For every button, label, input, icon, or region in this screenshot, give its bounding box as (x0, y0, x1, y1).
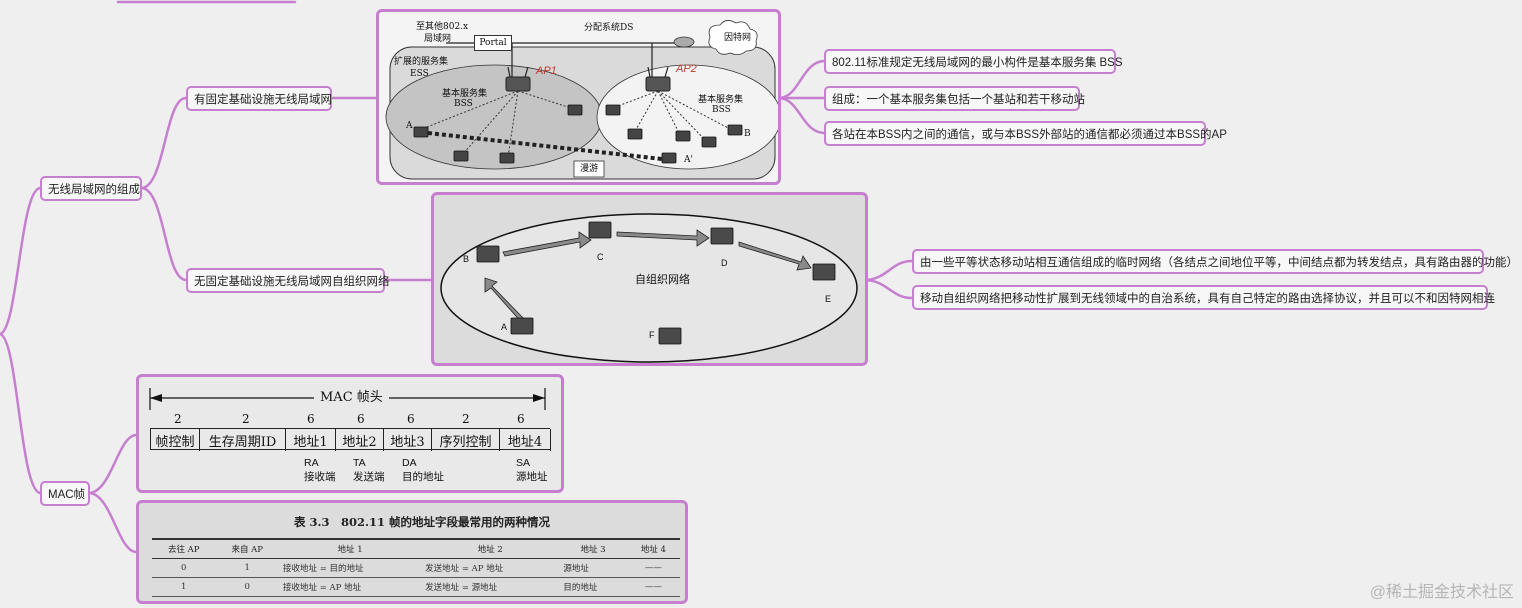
mac-field-address-4: 地址4 (500, 429, 551, 451)
table-cell: 1 (152, 577, 216, 597)
label-ap1: AP1 (536, 65, 557, 77)
label-bss-right-abbr: BSS (712, 105, 731, 115)
mac-meaning-source: 源地址 (516, 471, 548, 483)
column-header: 地址 2 (421, 538, 560, 559)
note-text: 802.11标准规定无线局域网的最小构件是基本服务集 BSS (832, 56, 1123, 69)
mac-size: 6 (407, 412, 415, 426)
topic-label: 有固定基础设施无线局域网 (194, 93, 332, 106)
mac-field-duration-id: 生存周期ID (200, 429, 286, 451)
label-bss-left: 基本服务集 (442, 89, 488, 99)
mac-code-ta: TA (353, 457, 366, 469)
topic-label: MAC帧 (48, 488, 86, 501)
label-station-b: B (744, 129, 751, 139)
mac-field-address-3: 地址3 (384, 429, 432, 451)
label-station-a: A (406, 121, 413, 131)
mac-field-address-1: 地址1 (286, 429, 336, 451)
label-portal: Portal (474, 35, 512, 51)
mac-size: 2 (462, 412, 470, 426)
mac-code-sa: SA (516, 457, 531, 469)
note-bss-via-ap[interactable]: 各站在本BSS内之间的通信，或与本BSS外部站的通信都必须通过本BSS的AP (824, 121, 1227, 146)
mac-frame-diagram: MAC 帧头 2 2 6 6 6 2 6 帧控制 生存周期ID 地址1 地址2 … (136, 374, 564, 493)
topic-mac-frame[interactable]: MAC帧 (40, 481, 90, 506)
mac-code-da: DA (402, 457, 417, 469)
table-cell: 0 (215, 577, 279, 597)
node-label-f: F (649, 330, 655, 340)
mac-size: 2 (242, 412, 250, 426)
note-text: 由一些平等状态移动站相互通信组成的临时网络（各结点之间地位平等，中间结点都为转发… (920, 256, 1518, 269)
note-text: 移动自组织网络把移动性扩展到无线领域中的自治系统，具有自己特定的路由选择协议，并… (920, 292, 1495, 305)
table-cell: 接收地址 = 目的地址 (279, 558, 422, 578)
label-bss-left-abbr: BSS (454, 99, 473, 109)
table-row: 1 0 接收地址 = AP 地址 发送地址 = 源地址 目的地址 —— (152, 577, 680, 597)
mac-meaning-sender: 发送端 (353, 471, 385, 483)
label-distribution-system: 分配系统DS (584, 23, 634, 33)
table-cell: —— (626, 577, 680, 597)
table-title: 表 3.3 802.11 帧的地址字段最常用的两种情况 (294, 515, 551, 529)
mac-header-title: MAC 帧头 (314, 390, 389, 406)
ess-illustration (385, 20, 778, 180)
note-adhoc-definition[interactable]: 由一些平等状态移动站相互通信组成的临时网络（各结点之间地位平等，中间结点都为转发… (912, 249, 1518, 274)
mac-field-address-2: 地址2 (336, 429, 384, 451)
note-text: 各站在本BSS内之间的通信，或与本BSS外部站的通信都必须通过本BSS的AP (832, 128, 1227, 141)
node-label-b: B (463, 254, 470, 264)
note-text: 组成：一个基本服务集包括一个基站和若干移动站 (832, 93, 1085, 106)
topic-wlan-composition[interactable]: 无线局域网的组成 (40, 176, 142, 201)
address-field-table-image: 表 3.3 802.11 帧的地址字段最常用的两种情况 去往 AP 来自 AP … (136, 500, 688, 604)
mac-meaning-destination: 目的地址 (402, 471, 444, 483)
label-internet: 因特网 (724, 33, 752, 43)
table-row: 0 1 接收地址 = 目的地址 发送地址 = AP 地址 源地址 —— (152, 558, 680, 578)
label-ap2: AP2 (676, 63, 697, 75)
watermark: @稀土掘金技术社区 (1369, 584, 1514, 601)
mac-field-sequence-control: 序列控制 (432, 429, 500, 451)
note-adhoc-autonomous[interactable]: 移动自组织网络把移动性扩展到无线领域中的自治系统，具有自己特定的路由选择协议，并… (912, 285, 1495, 310)
table-cell: 接收地址 = AP 地址 (279, 577, 422, 597)
column-header: 地址 1 (279, 538, 422, 559)
table-cell: 目的地址 (559, 577, 627, 597)
table-cell: 发送地址 = 源地址 (421, 577, 560, 597)
mac-size: 2 (174, 412, 182, 426)
mac-size: 6 (517, 412, 525, 426)
mac-size: 6 (357, 412, 365, 426)
adhoc-illustration (440, 213, 858, 363)
mac-code-ra: RA (304, 457, 319, 469)
label-ess: 扩展的服务集 (394, 57, 449, 67)
table-cell: 发送地址 = AP 地址 (421, 558, 560, 578)
table-cell: —— (626, 558, 680, 578)
label-adhoc-network: 自组织网络 (635, 274, 690, 286)
node-label-d: D (721, 258, 728, 268)
column-header: 去往 AP (152, 538, 216, 559)
table-cell: 1 (215, 558, 279, 578)
note-bss-composition[interactable]: 组成：一个基本服务集包括一个基站和若干移动站 (824, 86, 1085, 111)
table-cell: 源地址 (559, 558, 627, 578)
topic-infrastructure-wlan[interactable]: 有固定基础设施无线局域网 (186, 86, 332, 111)
label-station-a-prime: A' (684, 155, 693, 165)
mac-field-frame-control: 帧控制 (151, 429, 200, 451)
adhoc-network-diagram: 自组织网络 A B C D E F (431, 192, 868, 366)
mac-size: 6 (307, 412, 315, 426)
column-header: 地址 4 (626, 538, 680, 559)
note-bss-minimum[interactable]: 802.11标准规定无线局域网的最小构件是基本服务集 BSS (824, 49, 1123, 74)
label-to-other-lan-2: 局域网 (424, 34, 452, 44)
mac-field-row: 帧控制 生存周期ID 地址1 地址2 地址3 序列控制 地址4 (150, 428, 551, 451)
mac-field-sizes: 2 2 6 6 6 2 6 (144, 412, 554, 426)
column-header: 来自 AP (215, 538, 279, 559)
node-label-e: E (825, 294, 832, 304)
label-roaming: 漫游 (580, 164, 599, 174)
table-cell: 0 (152, 558, 216, 578)
topic-label: 无线局域网的组成 (48, 183, 140, 196)
label-bss-right: 基本服务集 (698, 95, 744, 105)
label-ess-abbr: ESS (410, 69, 429, 79)
infrastructure-wlan-diagram: 至其他802.x 局域网 Portal 分配系统DS 因特网 扩展的服务集 ES… (376, 9, 781, 185)
address-table: 去往 AP 来自 AP 地址 1 地址 2 地址 3 地址 4 0 1 接收地址… (152, 538, 680, 597)
label-to-other-lan: 至其他802.x (416, 22, 469, 32)
topic-label: 无固定基础设施无线局域网自组织网络 (194, 275, 390, 288)
column-header: 地址 3 (559, 538, 627, 559)
mac-meaning-receiver: 接收端 (304, 471, 336, 483)
topic-adhoc-wlan[interactable]: 无固定基础设施无线局域网自组织网络 (186, 268, 390, 293)
node-label-a: A (501, 322, 508, 332)
node-label-c: C (597, 252, 604, 262)
